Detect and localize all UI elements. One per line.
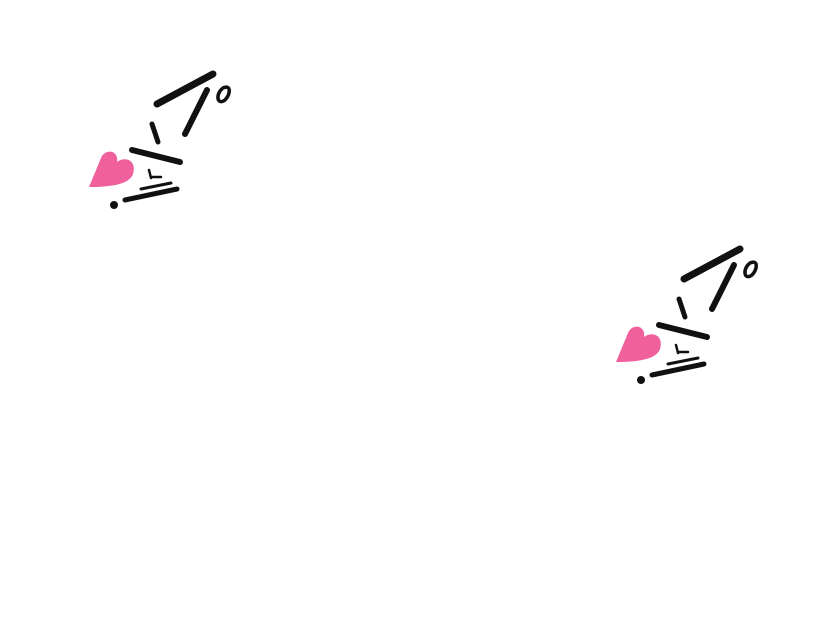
heart-sfx-graphic [89,70,231,209]
brush-stroke-zero [743,260,758,279]
brush-stroke-tick-1 [674,343,680,355]
brush-stroke-short-vertical [149,121,161,145]
brush-stroke-bottom-long [649,361,707,378]
brush-stroke-diagonal [709,262,737,312]
brush-stroke-bottom-short [666,356,700,366]
heart-sound-effect-mark [612,241,782,391]
brush-stroke-diagonal [182,87,210,137]
heart-icon [89,151,134,187]
brush-stroke-long-top [680,245,744,283]
brush-stroke-mid [656,322,710,340]
heart-sound-effect-mark [85,66,255,216]
speed-lines-icon [649,245,758,378]
heart-icon [616,326,661,362]
speed-lines-icon [122,70,231,203]
ink-dot [637,376,645,384]
brush-stroke-zero [216,85,231,104]
heart-sfx-graphic [616,245,758,384]
brush-stroke-short-vertical [676,296,688,320]
ink-dot [110,201,118,209]
brush-stroke-mid [129,147,183,165]
brush-stroke-long-top [153,70,217,108]
brush-stroke-bottom-short [139,181,173,191]
brush-stroke-tick-1 [147,168,153,180]
brush-stroke-bottom-long [122,186,180,203]
